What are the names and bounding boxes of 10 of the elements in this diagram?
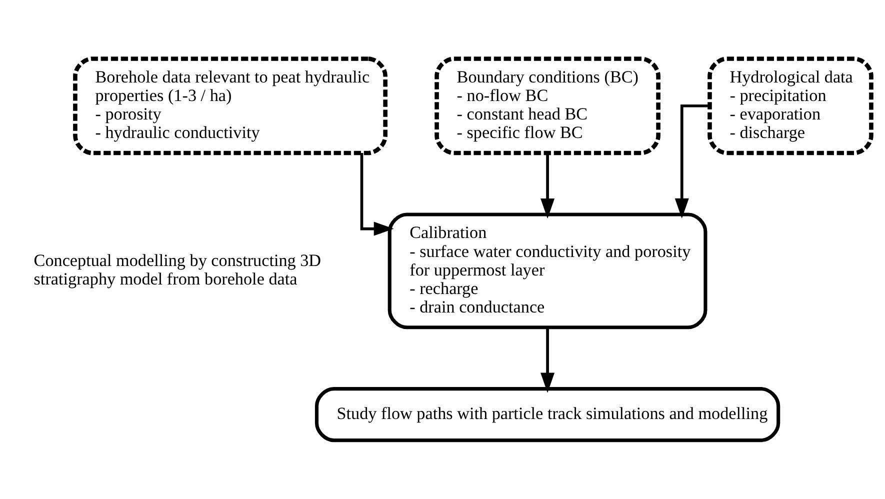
node-box: Boundary conditions (BC) - no-flow BC - constant head BC - specific flow BC — [434, 56, 660, 156]
arrow — [360, 153, 394, 236]
node-box: Study flow paths with particle track simulations and modelling — [314, 387, 780, 442]
node-box: Hydrological data - precipitation - evaporation - discharge — [708, 56, 874, 156]
label: Conceptual modelling by constructing 3D stratigraphy model from borehole data — [34, 251, 322, 289]
node-box: Calibration - surface water conductivity and porosity for uppermost layer - recharge - drain conductance — [388, 212, 708, 330]
arrow — [540, 328, 555, 393]
arrow — [674, 104, 710, 218]
arrow — [540, 153, 555, 219]
node-box: Borehole data relevant to peat hydraulic properties (1-3 / ha) - porosity - hydraulic conductivity — [73, 56, 388, 156]
